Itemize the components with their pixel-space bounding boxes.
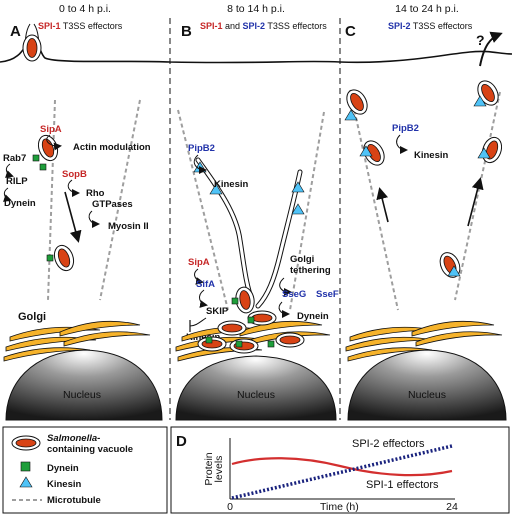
panel-a-time: 0 to 4 h p.i. [59,3,111,15]
panel-a-spi1: SPI-1 [38,21,61,31]
nucleus-b [175,355,337,421]
microtubule-c2 [454,91,501,301]
panel-d-spi1-label: SPI-1 effectors [366,479,439,491]
dynein-b5 [205,336,213,344]
dynein-b1 [231,297,239,305]
legend-dynein-icon [20,461,31,472]
exit-arrow-c [479,31,503,67]
legend-dynein: Dynein [47,463,79,474]
panel-c-time: 14 to 24 h p.i. [395,3,459,15]
label-rilp: RILP [6,176,28,187]
label-kinesin-c: Kinesin [414,150,449,161]
label-myosin: Myosin II [108,221,149,232]
legend-scv-icon [11,435,41,451]
panel-c-effector-title: SPI-2 T3SS effectors [388,21,473,31]
label-nucleus-b: Nucleus [237,389,275,401]
label-sipa-a: SipA [40,124,62,135]
scv-b3 [217,320,247,336]
movement-arrow-a [64,191,82,243]
scv-b5 [275,332,305,348]
dynein-a3 [46,254,54,262]
label-sopb: SopB [62,169,87,180]
panel-b-time: 8 to 14 h p.i. [227,3,285,15]
panel-b-letter: B [181,23,192,40]
label-question-c: ? [476,32,485,48]
label-rho: Rho [86,188,105,199]
panel-d-ylabel-1: Protein [203,452,215,485]
movement-arrow-c1 [376,187,389,223]
kinesin-c4 [477,147,491,159]
label-pipb2-b: PipB2 [188,143,215,154]
golgi-a [3,320,151,362]
label-kinesin-b: Kinesin [214,179,249,190]
microtubule-b2 [289,111,325,311]
legend-scv-1: Salmonella- [47,433,100,444]
label-ssef: SseF [316,289,339,300]
kinesin-c3 [473,95,487,107]
label-golgi-tethering-2: tethering [290,265,331,276]
panel-c-letter: C [345,23,356,40]
panel-d-x-end: 24 [446,501,458,513]
kinesin-b3 [291,203,305,215]
dynein-a2 [39,163,47,171]
spi2-line [231,444,453,500]
dynein-b2 [247,316,255,324]
dynein-b3 [235,340,243,348]
panel-a-letter: A [10,23,21,40]
label-nucleus-a: Nucleus [63,389,101,401]
scv-b6 [229,338,259,354]
label-nucleus-c: Nucleus [408,389,446,401]
spi1-curve [231,457,453,477]
label-pipb2-c: PipB2 [392,123,419,134]
microtubule-b1 [177,109,229,311]
microtubule-a2 [99,99,141,301]
kinesin-c2 [359,145,373,157]
invading-bacterium [22,34,42,62]
microtubule-c1 [349,89,399,311]
kinesin-c1 [344,109,358,121]
golgi-c [345,320,503,362]
label-dynein-b: Dynein [297,311,329,322]
kinesin-b4 [291,181,305,193]
label-dynein-a: Dynein [4,198,36,209]
kinesin-b2 [209,183,223,195]
dynein-b4 [267,340,275,348]
label-golgi-tethering-1: Golgi [290,254,314,265]
nucleus-c [347,349,507,421]
dynein-a1 [32,154,40,162]
panel-a-effector-suffix: T3SS effectors [61,21,123,31]
panel-d-spi2-label: SPI-2 effectors [352,438,425,450]
label-actin-modulation: Actin modulation [73,142,151,153]
label-rab7: Rab7 [3,153,26,164]
label-gtpases: GTPases [92,199,133,210]
scv-c1 [342,85,372,119]
panel-d-xlabel: Time (h) [320,501,359,513]
legend-microtubule: Microtubule [47,495,101,506]
panel-a-effector-title: SPI-1 T3SS effectors [38,21,123,31]
kinesin-c5 [447,265,461,277]
microtubule-a1 [47,99,56,301]
label-kinesin-b2: Kinesin [186,332,221,343]
label-sifa: SifA [196,279,215,290]
panel-d-ylabel-2: levels [213,456,225,483]
panel-b-effector-title: SPI-1 and SPI-2 T3SS effectors [200,21,327,31]
legend-kinesin-icon [19,476,33,488]
legend-kinesin: Kinesin [47,479,82,490]
movement-arrow-c2 [467,177,484,227]
label-sipa-b: SipA [188,257,210,268]
label-sseg: SseG [282,289,306,300]
panel-d-letter: D [176,433,187,450]
nucleus-a [5,349,163,421]
label-skip: SKIP [206,306,229,317]
plasma-membrane [0,39,512,64]
label-golgi: Golgi [18,311,46,323]
legend-scv-2: containing vacuole [47,444,133,455]
scv-a-golgi [50,242,78,274]
panel-d-x-start: 0 [227,501,233,513]
